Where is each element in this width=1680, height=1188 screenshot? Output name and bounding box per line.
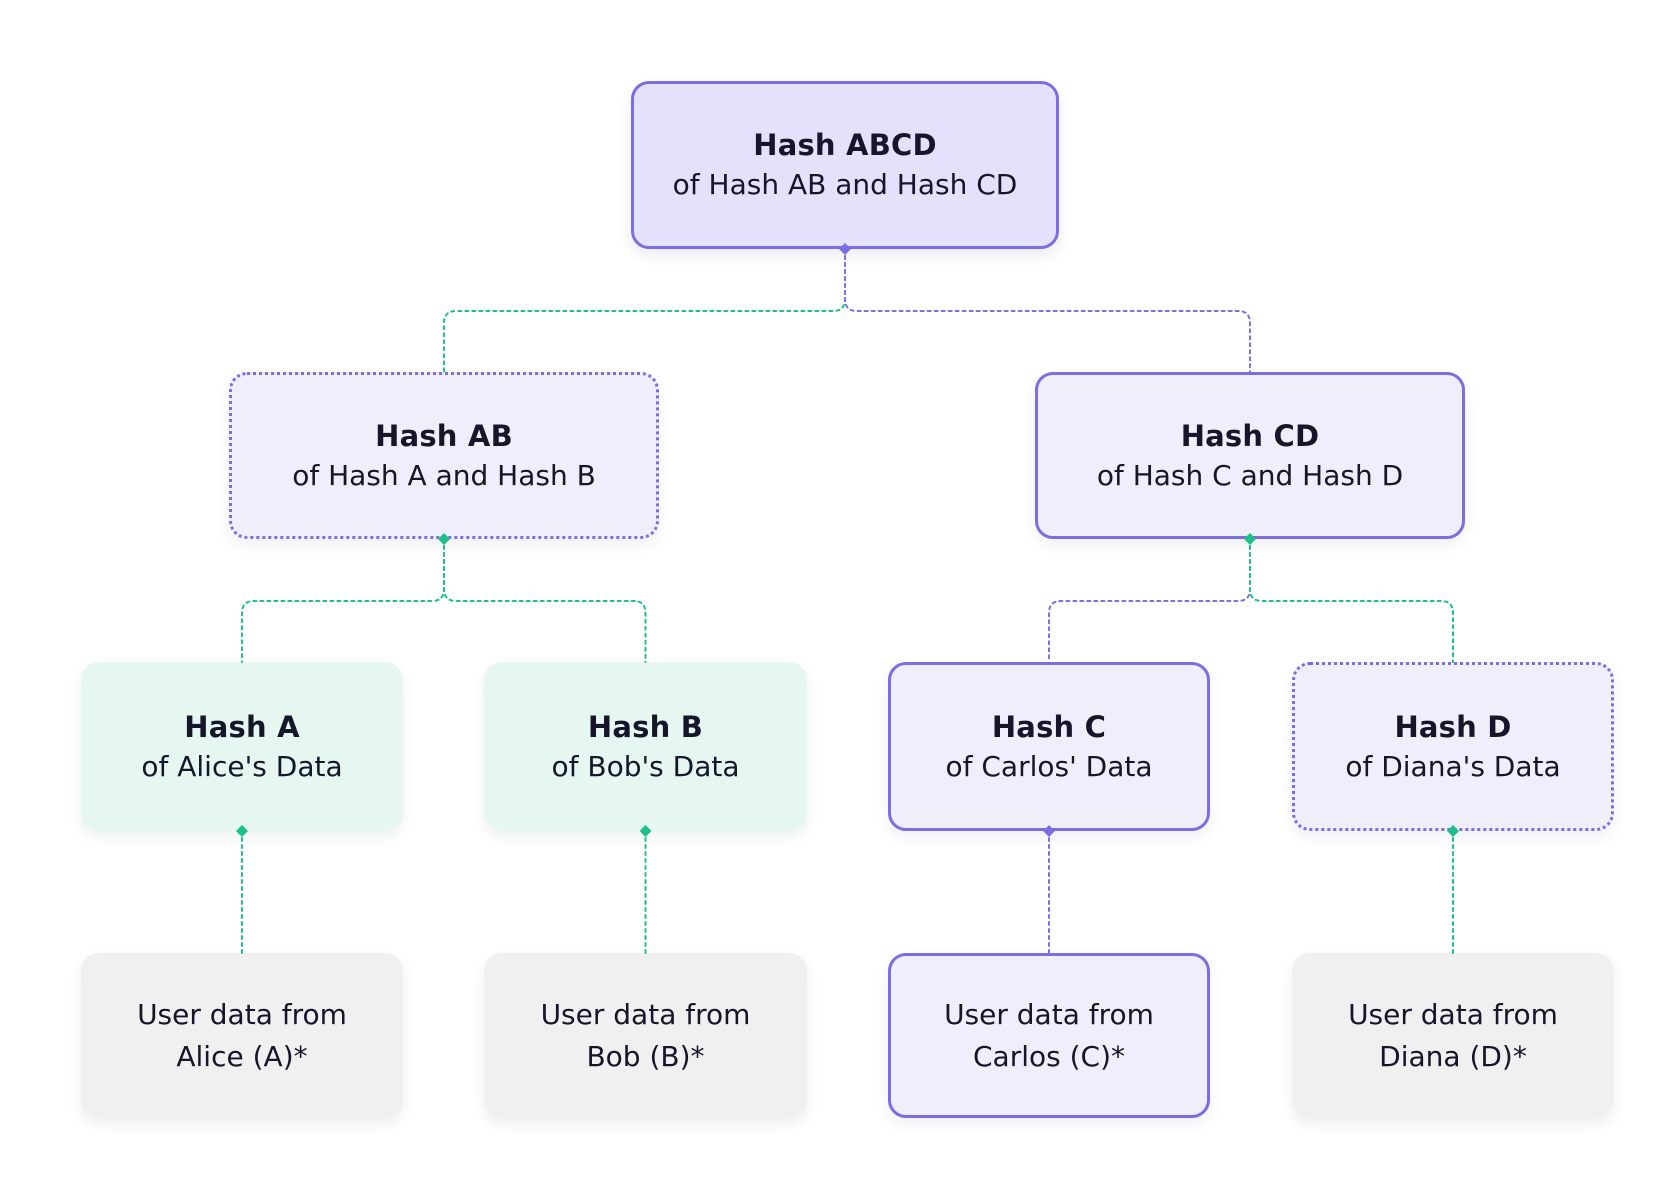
connector-hash_ab-to-hash_b	[443, 538, 647, 663]
hash-b-subtitle: of Bob's Data	[551, 749, 740, 783]
user-data-diana-line1: User data from	[1348, 997, 1558, 1031]
hash-d-subtitle: of Diana's Data	[1345, 749, 1561, 783]
hash-abcd-node: Hash ABCD of Hash AB and Hash CD	[631, 81, 1059, 249]
user-data-diana-node: User data from Diana (D)*	[1292, 953, 1614, 1118]
connector-hash_ab-to-hash_a	[241, 538, 445, 663]
hash-abcd-title: Hash ABCD	[753, 128, 937, 162]
hash-ab-node: Hash AB of Hash A and Hash B	[229, 372, 659, 539]
hash-c-title: Hash C	[991, 709, 1107, 744]
hash-abcd-subtitle: of Hash AB and Hash CD	[672, 168, 1018, 201]
user-data-bob-node: User data from Bob (B)*	[484, 953, 807, 1118]
connector-hash_abcd-to-hash_cd	[844, 248, 1251, 373]
hash-d-title: Hash D	[1394, 709, 1512, 744]
user-data-alice-line2: Alice (A)*	[176, 1039, 308, 1073]
hash-c-subtitle: of Carlos' Data	[945, 749, 1153, 783]
connector-hash_cd-to-hash_c	[1048, 538, 1251, 663]
hash-d-node: Hash D of Diana's Data	[1292, 662, 1614, 831]
user-data-bob-line1: User data from	[540, 997, 751, 1031]
user-data-carlos-line1: User data from	[944, 997, 1154, 1031]
user-data-diana-line2: Diana (D)*	[1379, 1039, 1527, 1073]
hash-a-subtitle: of Alice's Data	[141, 749, 343, 783]
user-data-carlos-node: User data from Carlos (C)*	[888, 953, 1210, 1118]
connector-hash_cd-to-hash_d	[1249, 538, 1454, 663]
user-data-carlos-line2: Carlos (C)*	[972, 1039, 1126, 1073]
hash-cd-subtitle: of Hash C and Hash D	[1096, 458, 1404, 492]
hash-ab-title: Hash AB	[375, 418, 513, 453]
hash-a-title: Hash A	[184, 709, 300, 744]
hash-cd-title: Hash CD	[1180, 418, 1320, 453]
hash-b-title: Hash B	[587, 709, 704, 744]
hash-cd-node: Hash CD of Hash C and Hash D	[1035, 372, 1465, 539]
hash-a-node: Hash A of Alice's Data	[81, 662, 403, 831]
hash-b-node: Hash B of Bob's Data	[484, 662, 807, 831]
connector-hash_abcd-to-hash_ab	[443, 248, 846, 373]
user-data-alice-node: User data from Alice (A)*	[81, 953, 403, 1118]
hash-c-node: Hash C of Carlos' Data	[888, 662, 1210, 831]
user-data-alice-line1: User data from	[137, 997, 347, 1031]
user-data-bob-line2: Bob (B)*	[586, 1039, 705, 1073]
hash-ab-subtitle: of Hash A and Hash B	[292, 458, 596, 492]
